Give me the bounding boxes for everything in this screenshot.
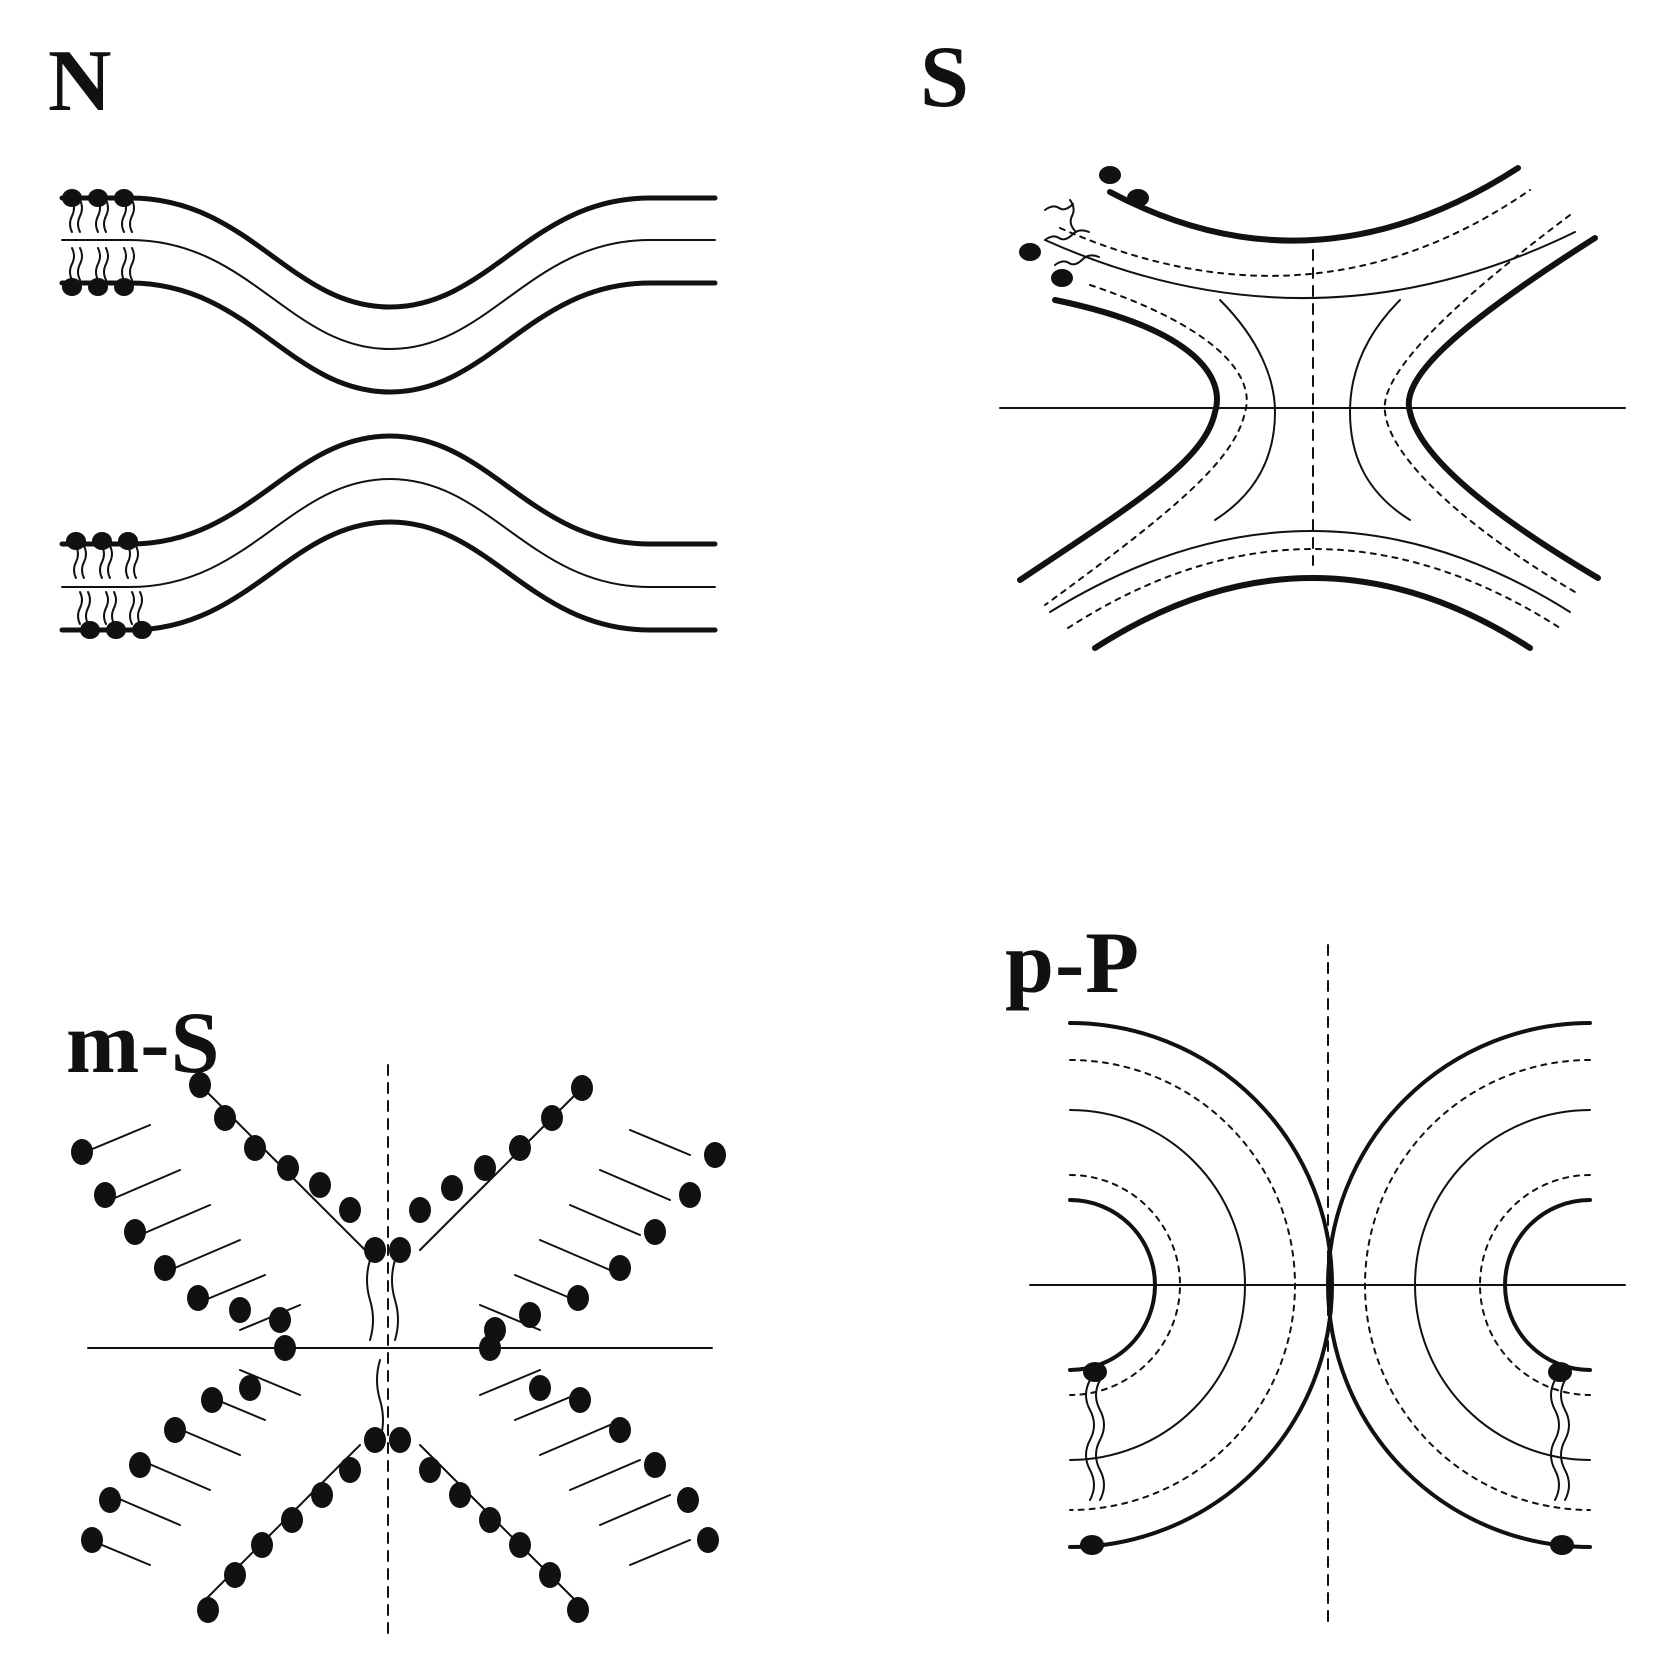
p-p-lipid-heads: [1080, 1362, 1574, 1555]
p-p-lipid-tails: [1085, 1379, 1570, 1501]
panel-label-p-p: p-P: [1005, 915, 1140, 1012]
lipid-glyphs-upper: [69, 199, 135, 281]
panel-p-p-drawing: [1029, 944, 1626, 1626]
lipid-heads-lower: [66, 532, 152, 639]
lipid-heads-upper: [62, 189, 134, 296]
m-s-lipid-heads: [71, 1072, 726, 1623]
panel-n-drawing: [59, 189, 718, 639]
lower-bilayer: [59, 433, 718, 633]
panel-label-n: N: [48, 33, 113, 130]
panel-m-s-drawing: [71, 1064, 726, 1641]
panel-label-s: S: [920, 29, 970, 126]
s-lipid-tails: [1044, 199, 1100, 266]
upper-bilayer: [59, 195, 718, 395]
lipid-glyphs-lower: [73, 545, 143, 625]
panel-s-drawing: [999, 165, 1626, 651]
panel-label-m-s: m-S: [66, 995, 221, 1092]
s-lipid-heads: [1019, 166, 1149, 287]
